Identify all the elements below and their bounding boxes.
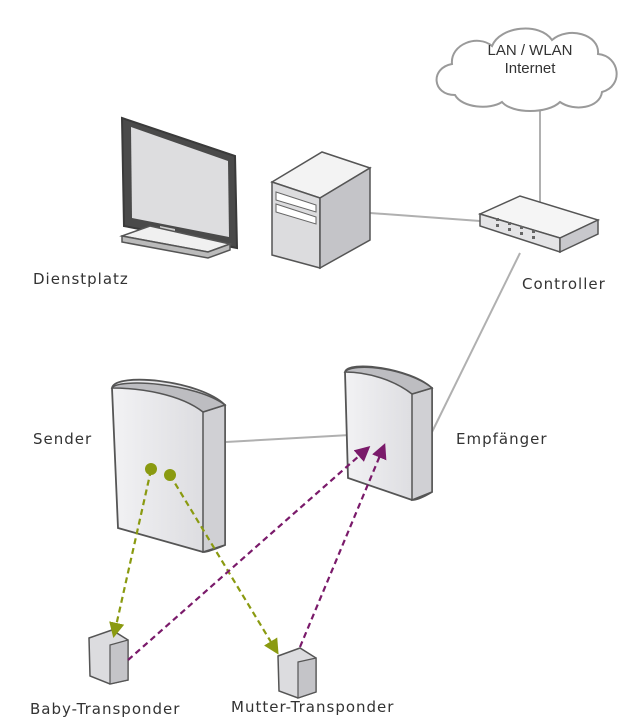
- receiver-device-icon: [343, 365, 434, 502]
- baby-transponder-label: Baby-Transponder: [30, 700, 181, 718]
- sender-label: Sender: [33, 430, 93, 448]
- baby-transponder-icon: [88, 629, 129, 685]
- sender-device-icon: [110, 378, 227, 554]
- line-sender-receiver: [225, 434, 351, 443]
- computer-tower-icon: [270, 151, 372, 270]
- controller-router-icon: [477, 195, 601, 254]
- signal-sender-mother: [169, 474, 279, 655]
- mother-transponder-label: Mutter-Transponder: [231, 698, 395, 716]
- cloud-label-line1: LAN / WLAN: [487, 42, 573, 59]
- olive-signal-arrows: [109, 469, 279, 655]
- workstation-label: Dienstplatz: [33, 270, 129, 288]
- purple-signal-arrows: [127, 443, 387, 661]
- cloud-icon: [435, 27, 618, 112]
- receiver-label: Empfänger: [456, 430, 548, 448]
- connection-lines: [225, 88, 541, 443]
- line-controller-receiver: [431, 252, 521, 433]
- monitor-icon: [119, 116, 239, 259]
- signal-sender-baby: [109, 469, 153, 639]
- controller-label: Controller: [522, 275, 606, 293]
- cloud-label-line2: Internet: [504, 60, 556, 77]
- signal-baby-receiver: [127, 445, 371, 661]
- line-pc-controller: [369, 212, 481, 222]
- mother-transponder-icon: [277, 647, 317, 699]
- sender-emitter-dot-2: [164, 469, 176, 481]
- sender-emitter-dot-1: [145, 463, 157, 475]
- signal-mother-receiver: [298, 443, 387, 648]
